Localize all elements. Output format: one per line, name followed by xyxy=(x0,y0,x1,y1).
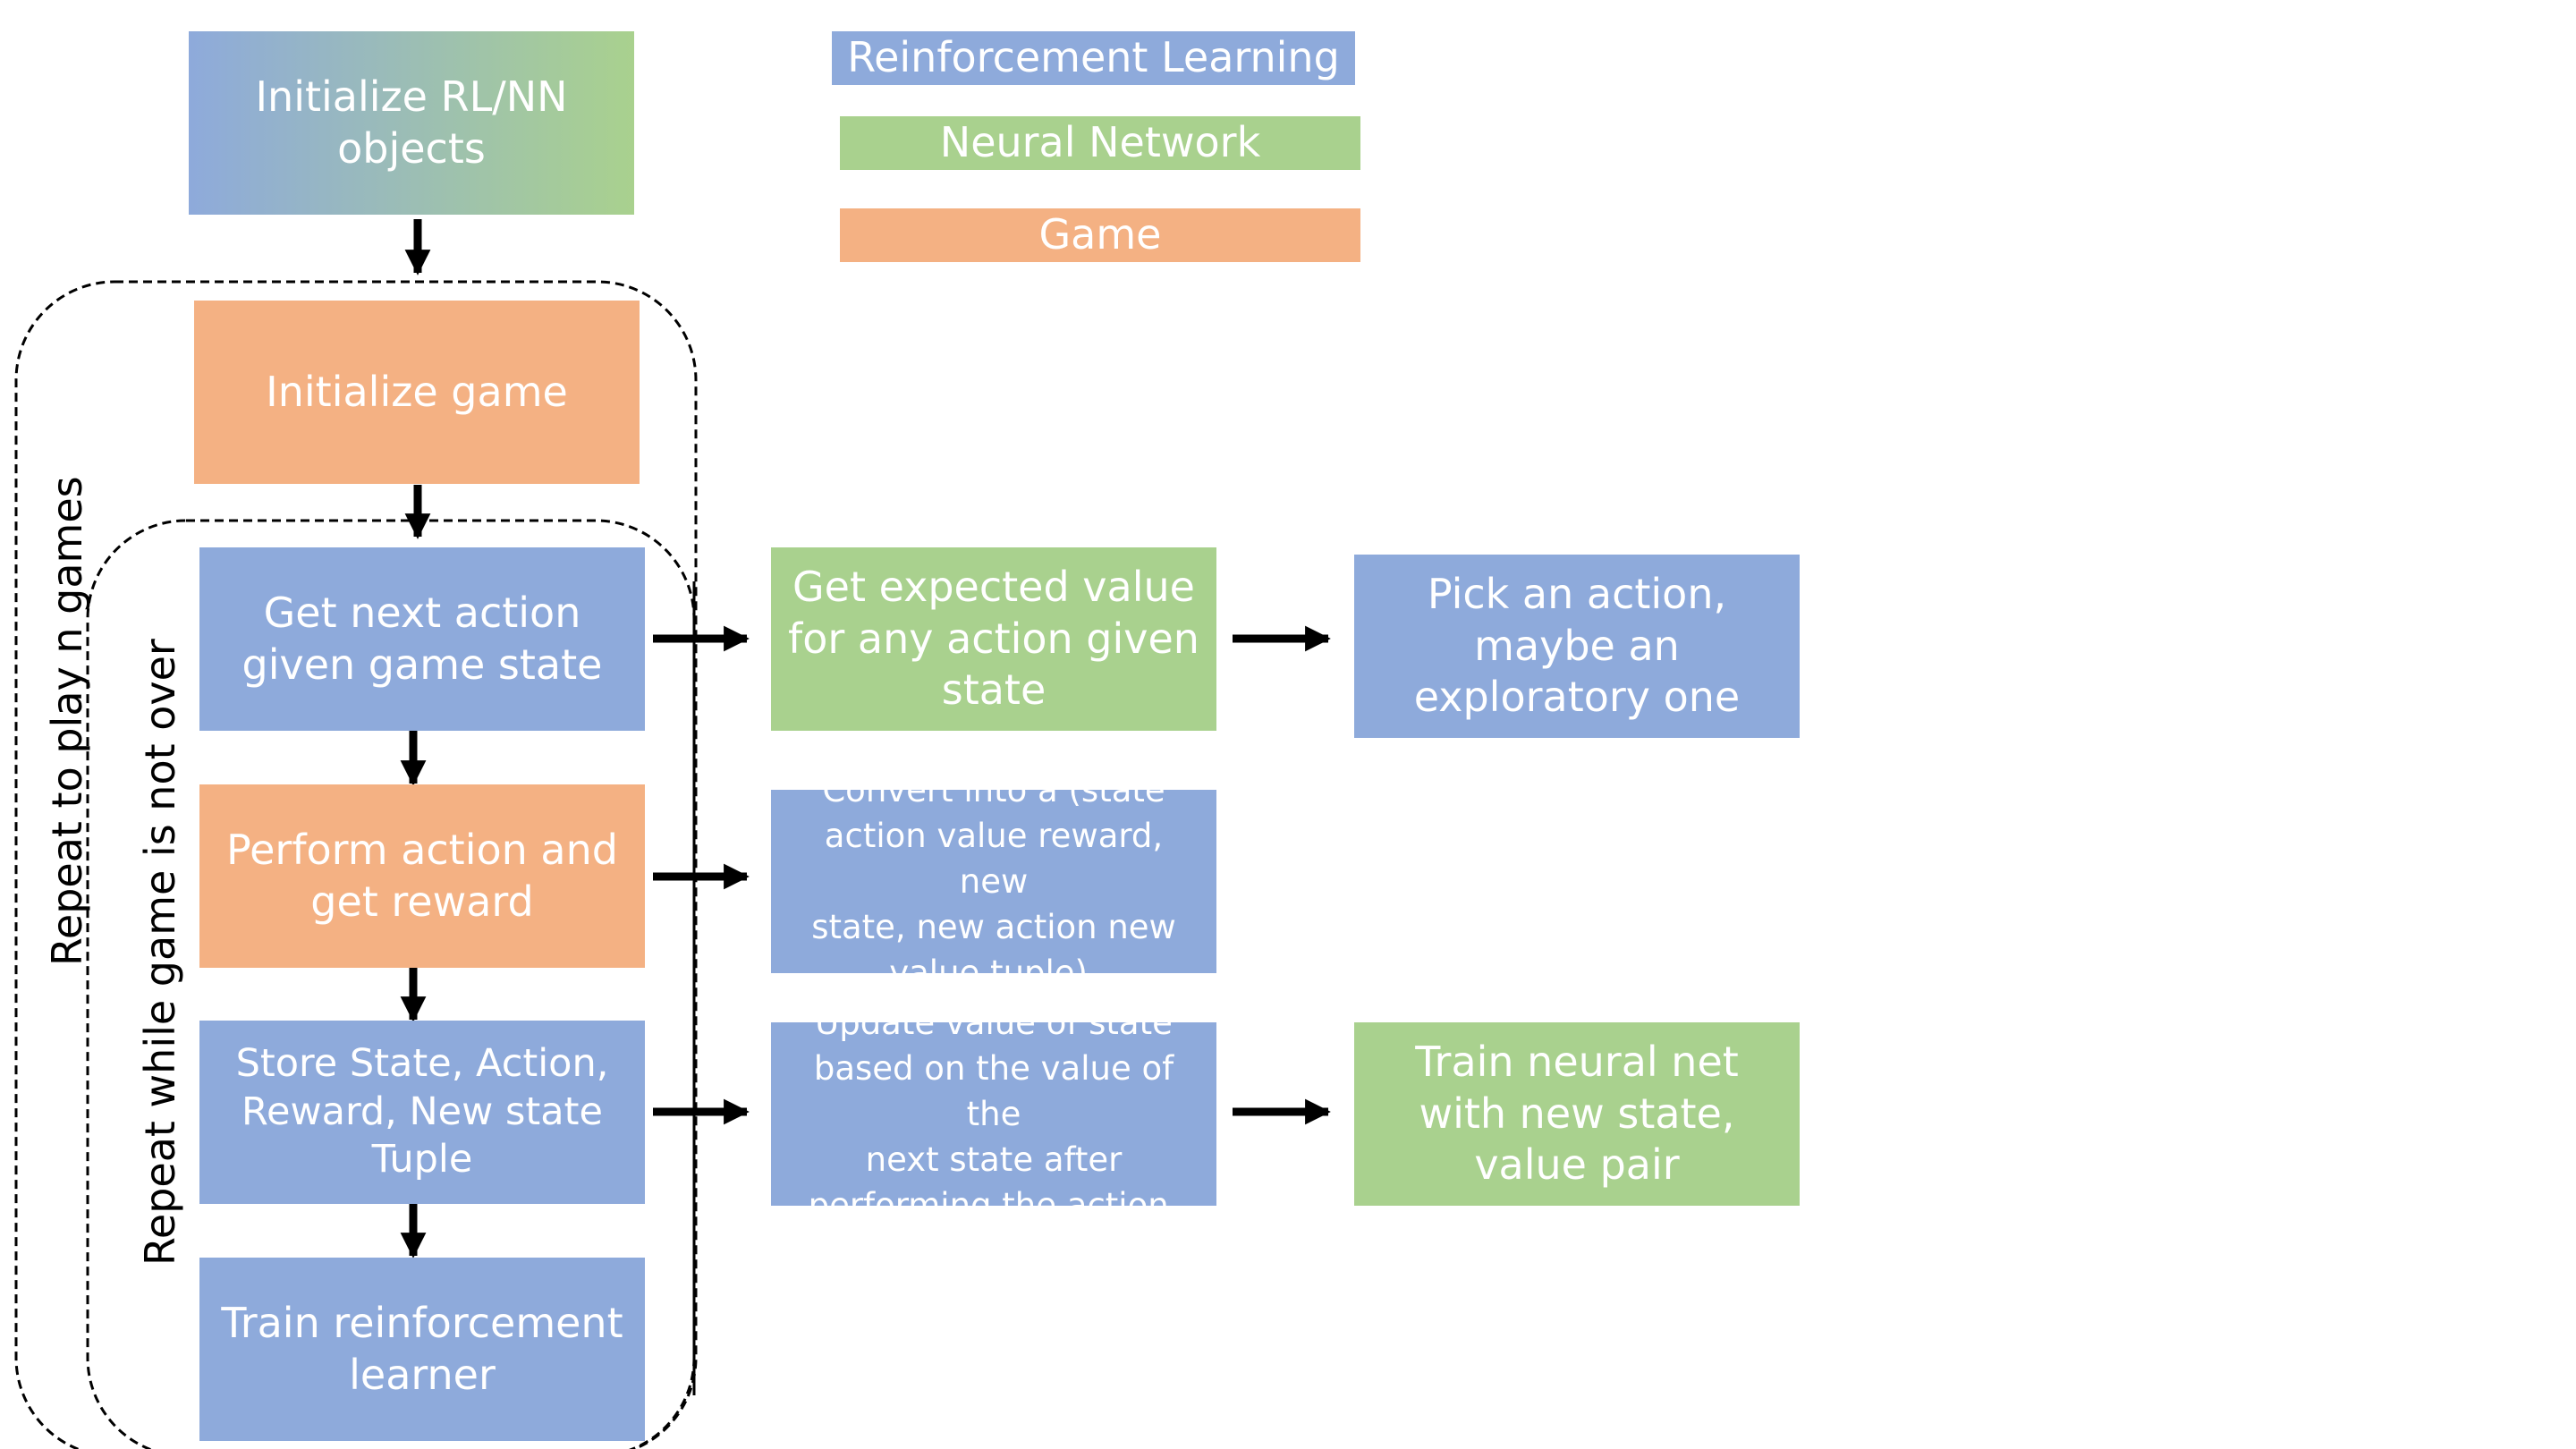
outer-loop-outline xyxy=(14,280,698,1449)
init-game-box: Initialize game xyxy=(194,301,640,484)
convert-tuple-box: Convert into a (state action value rewar… xyxy=(771,771,1216,992)
legend-game: Game xyxy=(840,208,1360,262)
store-state-box: Store State, Action, Reward, New state T… xyxy=(199,1021,645,1204)
get-next-action-box: Get next action given game state xyxy=(199,547,645,731)
update-value-box: Update value of state based on the value… xyxy=(771,1004,1216,1224)
pick-action-box: Pick an action, maybe an exploratory one xyxy=(1354,555,1800,738)
outer-loop-label: Repeat to play n games xyxy=(43,476,91,966)
train-nn-box: Train neural net with new state, value p… xyxy=(1354,1022,1800,1206)
legend-nn: Neural Network xyxy=(840,116,1360,170)
train-rl-box: Train reinforcement learner xyxy=(199,1258,645,1441)
init-objects-box: Initialize RL/NN objects xyxy=(189,31,634,215)
legend-rl: Reinforcement Learning xyxy=(832,31,1355,85)
get-expected-value-box: Get expected value for any action given … xyxy=(771,547,1216,731)
perform-action-box: Perform action and get reward xyxy=(199,784,645,968)
inner-loop-label: Repeat while game is not over xyxy=(136,639,184,1266)
